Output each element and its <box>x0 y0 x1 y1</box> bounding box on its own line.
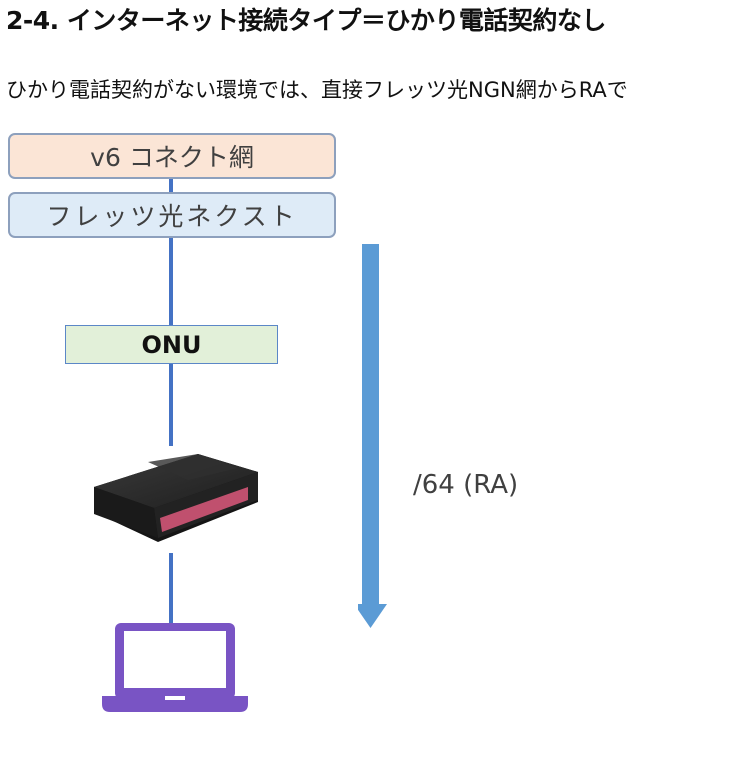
network-diagram: v6 コネクト網 フレッツ光ネクスト ONU /64 (RA) <box>0 120 745 781</box>
intro-paragraph: ひかり電話契約がない環境では、直接フレッツ光NGN網からRAで <box>6 78 628 102</box>
arrow-label: /64 (RA) <box>413 470 519 500</box>
section-heading: 2-4. インターネット接続タイプ＝ひかり電話契約なし <box>6 6 606 35</box>
laptop-icon <box>102 623 248 712</box>
connector-line <box>169 364 173 446</box>
node-label: v6 コネクト網 <box>90 143 254 172</box>
arrow-down-icon <box>358 244 387 628</box>
router-icon <box>94 454 258 542</box>
node-onu: ONU <box>65 325 278 364</box>
node-label: フレッツ光ネクスト <box>46 202 298 231</box>
connector-line <box>169 238 173 325</box>
node-flets-next: フレッツ光ネクスト <box>8 192 336 238</box>
node-label: ONU <box>141 330 202 359</box>
connector-line <box>169 179 173 192</box>
connector-line <box>169 553 173 623</box>
node-v6-connect: v6 コネクト網 <box>8 133 336 179</box>
